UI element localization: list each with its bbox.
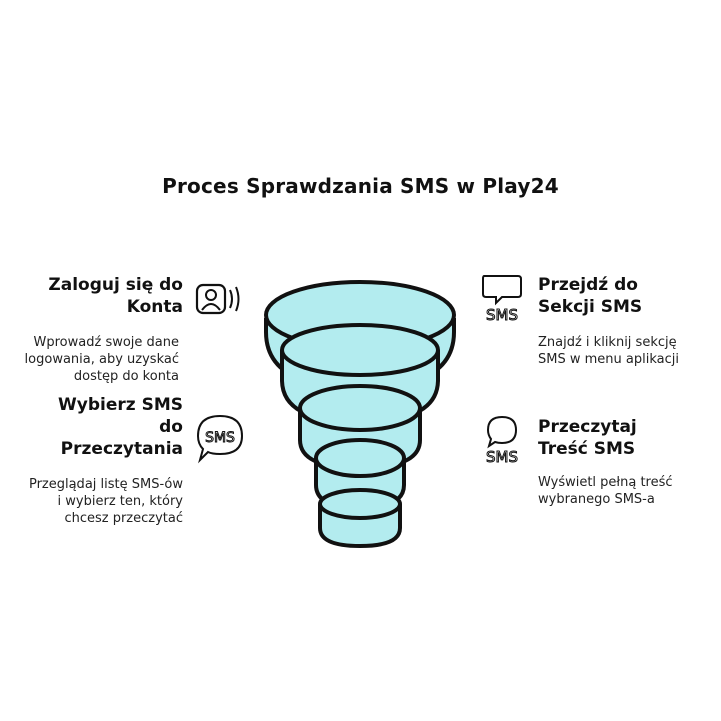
step-4-title-line-2: Treść SMS — [538, 439, 636, 459]
step-4-title: Przeczytaj Treść SMS — [538, 416, 718, 460]
step-3-title-line-3: Przeczytania — [60, 439, 183, 459]
funnel-diagram — [260, 270, 460, 559]
funnel-tier-5-top — [318, 488, 402, 520]
sms-chat-bubble-icon: SMS — [478, 272, 526, 324]
diagram-title: Proces Sprawdzania SMS w Play24 — [162, 174, 559, 198]
step-2-description: Znajdź i kliknij sekcję SMS w menu aplik… — [538, 335, 679, 367]
sms-icon-text: SMS — [486, 306, 518, 324]
step-4-description: Wyświetl pełną treść wybranego SMS-a — [538, 475, 673, 507]
step-3-description: Przeglądaj listę SMS-ów i wybierz ten, k… — [28, 477, 183, 526]
user-speaking-icon — [194, 282, 246, 316]
step-1-title: Zaloguj się do Konta — [3, 274, 183, 318]
step-1-title-line-1: Zaloguj się do — [48, 275, 183, 295]
step-2-title-line-1: Przejdź do — [538, 275, 638, 295]
sms-icon-text: SMS — [486, 448, 518, 466]
funnel-tier-3-top — [298, 384, 422, 432]
step-3-title: Wybierz SMS do Przeczytania — [3, 394, 183, 460]
step-2-title-line-2: Sekcji SMS — [538, 297, 643, 317]
sms-icon-text: SMS — [205, 430, 235, 446]
sms-speech-bubble-icon: SMS — [194, 412, 246, 464]
step-4-title-line-1: Przeczytaj — [538, 417, 637, 437]
funnel-svg — [264, 280, 456, 548]
step-2-title: Przejdź do Sekcji SMS — [538, 274, 718, 318]
step-3-title-line-1: Wybierz SMS — [58, 395, 183, 415]
funnel-tier-2-top — [280, 323, 440, 377]
step-3-title-line-2: do — [159, 417, 183, 437]
sms-round-bubble-icon: SMS — [478, 414, 526, 466]
funnel-tier-4-top — [314, 438, 406, 478]
step-1-title-line-2: Konta — [126, 297, 183, 317]
step-1-description: Wprowadź swoje dane logowania, aby uzysk… — [24, 335, 179, 384]
